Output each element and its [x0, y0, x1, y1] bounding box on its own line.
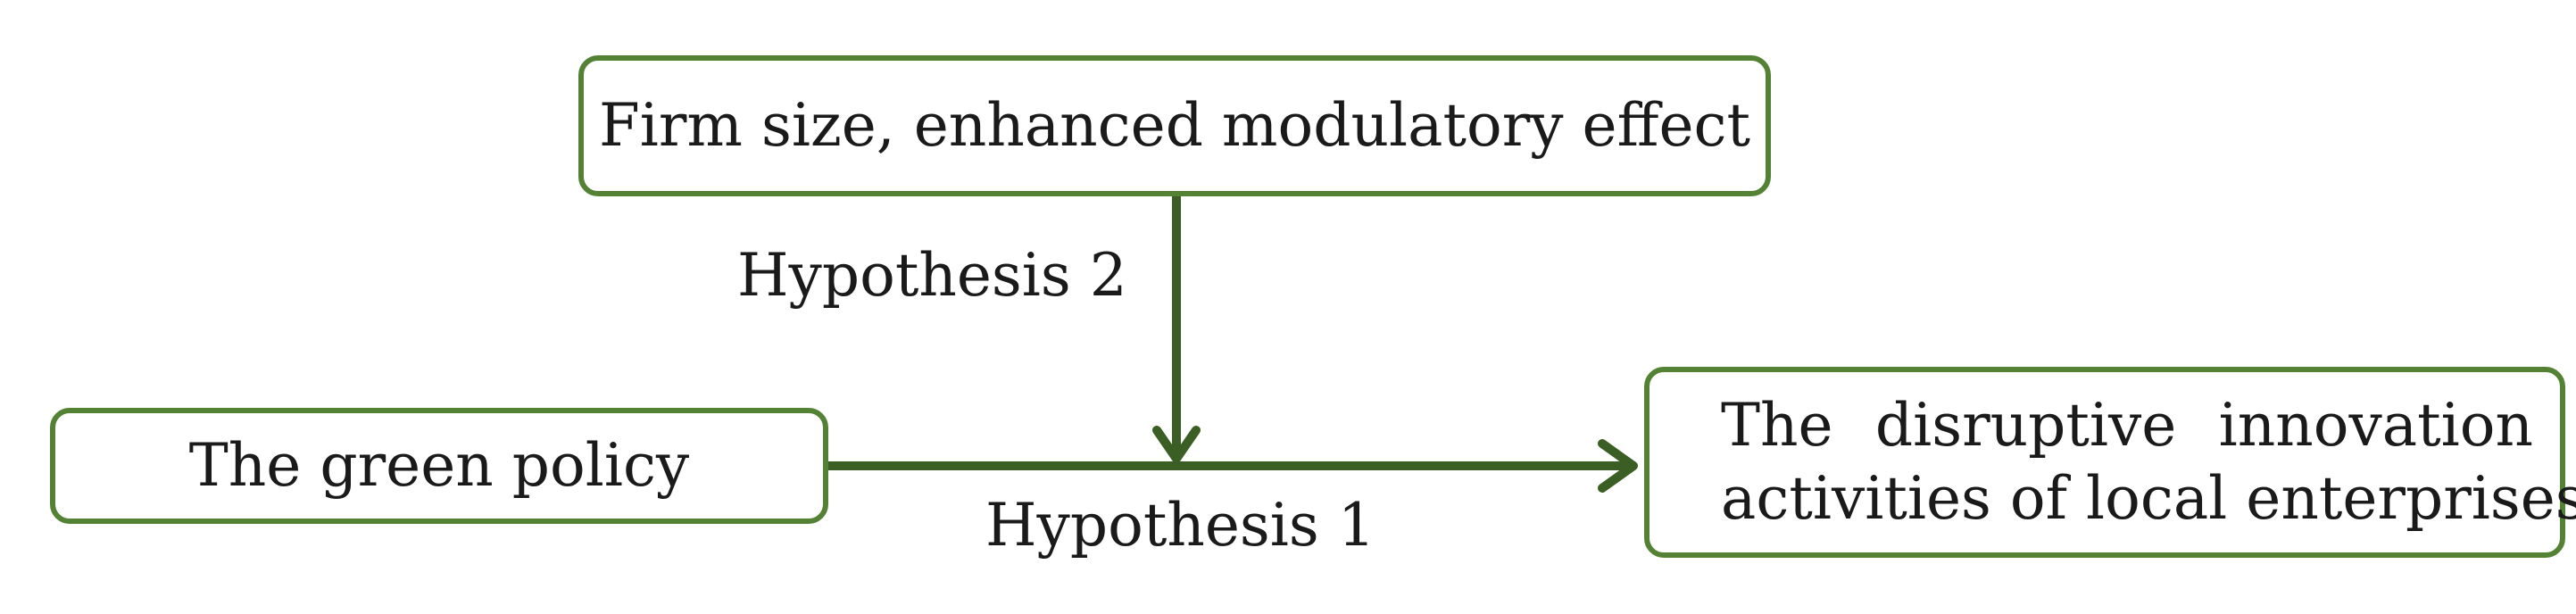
hypothesis-1-arrow-head — [1598, 439, 1638, 493]
independent-variable-label: The green policy — [188, 430, 690, 500]
dependent-word: disruptive — [1874, 390, 2177, 460]
moderator-box: Firm size, enhanced modulatory effect — [578, 55, 1771, 196]
hypothesis-2-arrow-head — [1152, 426, 1201, 463]
moderator-label: Firm size, enhanced modulatory effect — [598, 90, 1751, 160]
dependent-variable-box: The disruptive innovation activities of … — [1644, 367, 2576, 558]
hypothesis-1-label: Hypothesis 1 — [985, 491, 1375, 560]
dependent-variable-line-1: The disruptive innovation — [1721, 389, 2533, 463]
dependent-variable-line-2: activities of local enterprises — [1721, 464, 2576, 533]
independent-variable-box: The green policy — [50, 408, 828, 524]
hypothesis-2-label: Hypothesis 2 — [737, 241, 1127, 310]
dependent-word: innovation — [2218, 390, 2533, 460]
dependent-word: The — [1721, 390, 1833, 460]
